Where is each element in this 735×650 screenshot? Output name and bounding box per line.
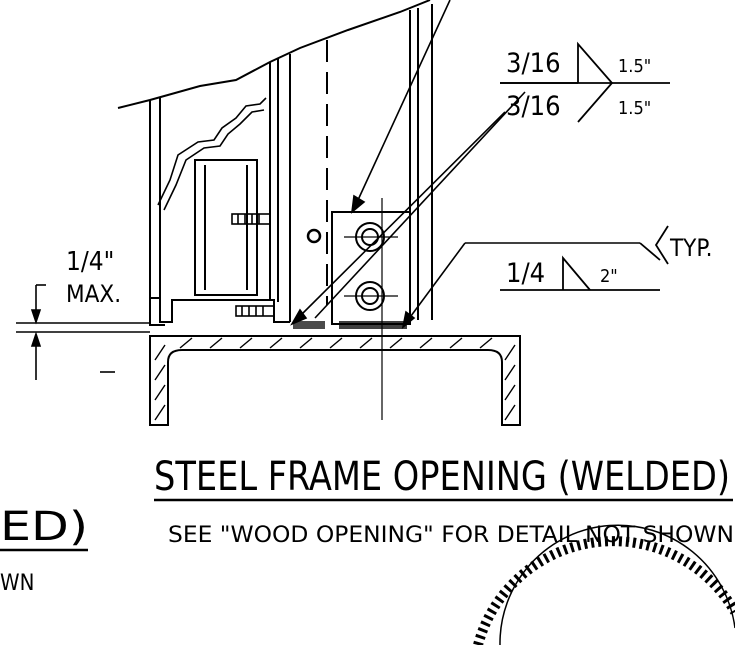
- frame-section: [117, 0, 433, 326]
- engineer-seal-partial: [473, 524, 735, 647]
- adjacent-title-partial: ED): [0, 504, 88, 550]
- title-block: STEEL FRAME OPENING (WELDED) SEE "WOOD O…: [0, 454, 734, 596]
- screw-lower: [235, 305, 275, 317]
- weld-top-length-lower: 1.5": [618, 98, 651, 119]
- weatherstrip-clip: [157, 97, 267, 206]
- weld-top-length-upper: 1.5": [618, 56, 651, 77]
- dimension-label: MAX.: [66, 280, 121, 308]
- adjacent-subtitle-partial: WN: [0, 571, 34, 596]
- weld-symbol-fillet-both: 3/16 1.5" 3/16 1.5": [500, 41, 670, 123]
- weld-right-size: 1/4: [506, 258, 545, 289]
- clearance-dimension: 1/4" MAX.: [16, 247, 150, 380]
- door-panel: [194, 159, 258, 296]
- steel-channel: [149, 335, 521, 426]
- weld-symbol-fillet-typ: 1/4 2" TYP.: [500, 225, 713, 291]
- weld-top-size-upper: 3/16: [506, 48, 561, 79]
- weld-right-note: TYP.: [669, 234, 713, 262]
- dimension-value: 1/4": [66, 247, 114, 277]
- detail-title: STEEL FRAME OPENING (WELDED): [154, 454, 730, 500]
- weld-right-length: 2": [600, 266, 618, 287]
- weld-leaders: [100, 0, 640, 373]
- jamb-hole: [306, 228, 322, 244]
- weld-bead: [339, 321, 407, 329]
- screw-upper: [231, 213, 271, 225]
- weld-top-size-lower: 3/16: [506, 91, 561, 122]
- top-break-line: [117, 0, 431, 109]
